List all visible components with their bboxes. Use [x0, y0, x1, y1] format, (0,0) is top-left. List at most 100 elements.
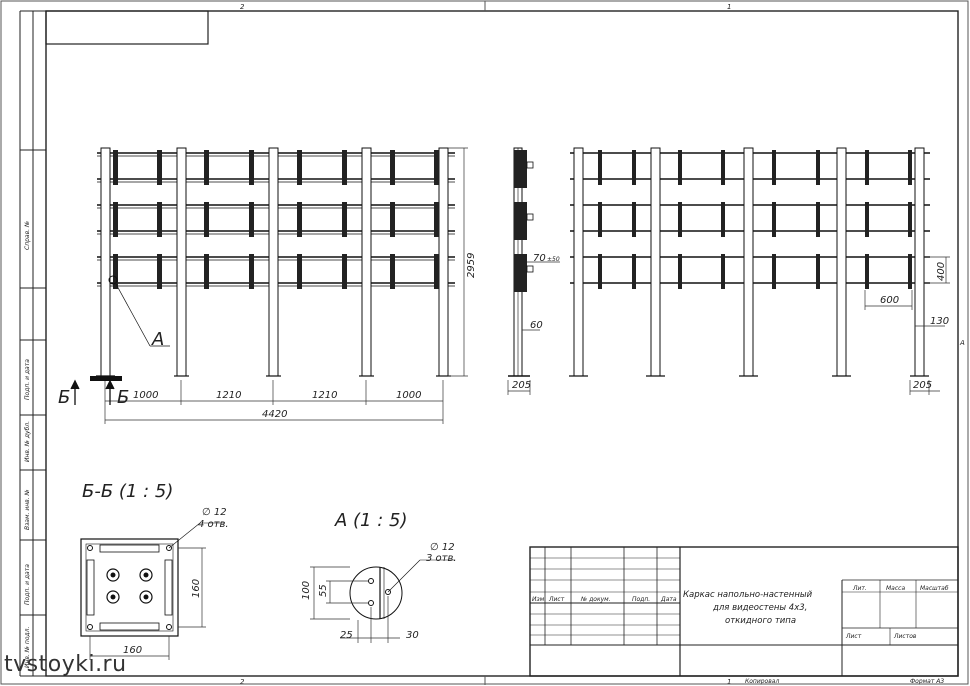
- mount-bracket: [772, 202, 776, 237]
- mount-bracket: [908, 202, 912, 237]
- mount-bracket: [632, 202, 636, 237]
- side-dim-tol: ±50: [547, 256, 560, 263]
- mount-bracket: [678, 202, 682, 237]
- detail-hole: [368, 578, 374, 584]
- mount-bracket: [249, 150, 254, 185]
- rear-view: 400 600 130 205: [569, 147, 950, 395]
- tb-masshtab: Масштаб: [920, 585, 949, 592]
- rear-post: [743, 147, 754, 377]
- side-mounts: [514, 150, 527, 292]
- section-dim-w: 160: [123, 645, 142, 656]
- front-post: [100, 147, 111, 377]
- zone-label-top-right: 1: [727, 3, 731, 11]
- front-post: [361, 147, 372, 377]
- mount-bracket: [204, 254, 209, 289]
- detail-dim-30: 30: [406, 630, 419, 641]
- mount-bracket: [113, 150, 118, 185]
- mount-bracket: [297, 254, 302, 289]
- detail-a-view: А (1 : 5) ∅ 12 3 отв. 100 55 25 30: [301, 510, 457, 643]
- rear-dim-row: 400: [936, 262, 947, 281]
- front-span-1: 1000: [133, 390, 158, 401]
- title-block: [529, 546, 959, 677]
- rear-dim-base: 205: [913, 380, 932, 391]
- top-left-stamp: [45, 10, 209, 45]
- zone-label-bottom-right: 1: [727, 678, 731, 686]
- mount-bracket: [678, 150, 682, 185]
- callout-a-circle: [108, 275, 118, 285]
- side-view: 70 ±50 60 205: [507, 147, 560, 395]
- section-arrow-right: [105, 379, 115, 405]
- plate-slot: [164, 559, 173, 616]
- tb-col-podp: Подп.: [632, 596, 650, 603]
- mount-bracket: [772, 254, 776, 289]
- tb-massa: Масса: [886, 585, 905, 592]
- rear-post: [836, 147, 847, 377]
- tb-col-list: Лист: [548, 596, 565, 603]
- tb-format: Формат А3: [910, 678, 944, 685]
- detail-dim-55: 55: [318, 584, 329, 597]
- side-hook: [526, 161, 534, 169]
- side-mount: [514, 150, 527, 188]
- detail-hole-note-2: 3 отв.: [426, 553, 457, 564]
- rear-dim-span: 600: [880, 295, 899, 306]
- mount-bracket: [678, 254, 682, 289]
- mount-bracket: [865, 150, 869, 185]
- section-arrow-left: [70, 379, 80, 405]
- mount-bracket: [865, 202, 869, 237]
- detail-hole: [368, 600, 374, 606]
- tb-kopiroval: Копировал: [745, 678, 779, 685]
- front-view: 2959 1000 1210 1210 1000 4420 А Б Б: [58, 147, 477, 424]
- hole-leader: [168, 522, 201, 549]
- mount-bracket: [721, 150, 725, 185]
- side-mount: [514, 254, 527, 292]
- rear-post: [650, 147, 661, 377]
- tb-lit: Лит.: [852, 585, 867, 592]
- detail-hole: [385, 589, 391, 595]
- front-height-label: 2959: [466, 253, 477, 278]
- detail-dim-25: 25: [340, 630, 353, 641]
- front-total: 4420: [262, 409, 287, 420]
- section-label-right: Б: [117, 387, 129, 408]
- front-posts: [100, 147, 449, 377]
- zone-label-bottom-left: 2: [240, 678, 245, 686]
- tb-name-line3: откидного типа: [725, 616, 796, 626]
- rear-post: [573, 147, 584, 377]
- mount-bracket: [632, 150, 636, 185]
- side-dim-top: 70: [533, 253, 546, 264]
- tb-col-data: Дата: [660, 596, 677, 603]
- mount-bracket: [598, 254, 602, 289]
- front-post: [438, 147, 449, 377]
- mount-bracket: [434, 202, 439, 237]
- mount-bracket: [598, 202, 602, 237]
- mount-bracket: [297, 202, 302, 237]
- mount-bracket: [157, 202, 162, 237]
- front-post: [268, 147, 279, 377]
- mount-bracket: [249, 202, 254, 237]
- detail-hole-note-1: ∅ 12: [430, 542, 455, 553]
- plate-hole: [87, 545, 93, 551]
- side-hook: [526, 213, 534, 221]
- side-stamp-f4: Взам. инв. №: [24, 489, 31, 530]
- front-height-dim: [448, 147, 468, 377]
- mount-bracket: [434, 150, 439, 185]
- mount-bracket: [297, 150, 302, 185]
- side-hook: [526, 265, 534, 273]
- side-dims: [507, 261, 560, 395]
- mount-bracket: [632, 254, 636, 289]
- mount-bracket: [342, 254, 347, 289]
- mount-bracket: [204, 150, 209, 185]
- mount-bracket: [816, 254, 820, 289]
- detail-dim-100: 100: [301, 581, 312, 600]
- anchor-bolts: [106, 568, 153, 604]
- front-width-dims: [104, 380, 444, 424]
- zone-label-top-left: 2: [240, 3, 245, 11]
- base-plate: [80, 538, 179, 637]
- side-stamp-f6: Инв. № подл.: [24, 627, 31, 668]
- mount-bracket: [342, 202, 347, 237]
- mount-bracket: [113, 254, 118, 289]
- rear-dim-offset: 130: [930, 316, 949, 327]
- front-brackets: [113, 150, 439, 289]
- section-bb-title: Б-Б (1 : 5): [82, 481, 173, 502]
- callout-a-leader: [115, 283, 151, 347]
- section-hole-note-1: ∅ 12: [202, 507, 227, 518]
